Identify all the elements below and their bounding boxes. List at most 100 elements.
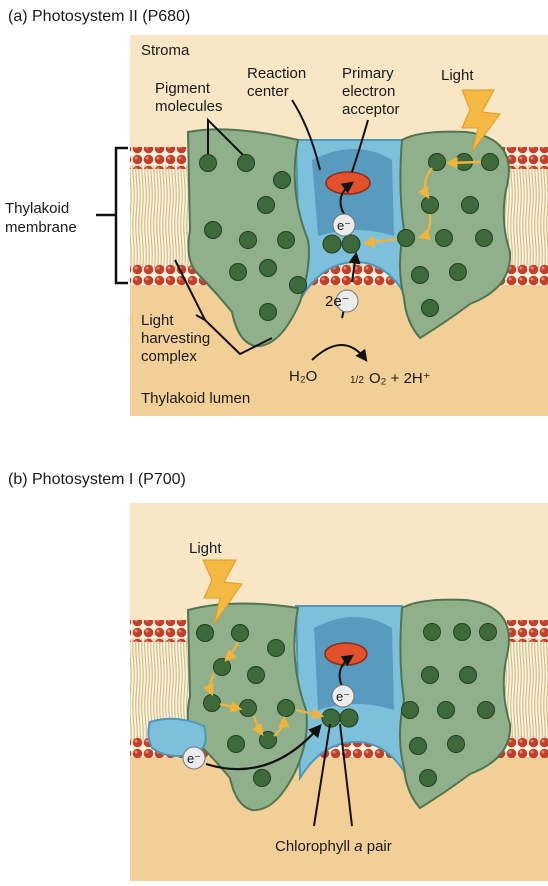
- panel-a-thylakoid-label-line1: Thylakoid: [5, 200, 69, 217]
- pigment-dot: [397, 229, 415, 247]
- pigment-dot: [259, 303, 277, 321]
- panel-a-primary-acceptor: [325, 171, 371, 195]
- pigment-dot: [475, 229, 493, 247]
- panel-b-chlorophyll-pointer: [313, 723, 353, 827]
- pigment-dot: [259, 731, 277, 749]
- pigment-dot: [247, 666, 265, 684]
- panel-a-two-e-label: 2e⁻: [325, 293, 350, 310]
- pigment-dot: [267, 639, 285, 657]
- panel-b-electron-transfer-arrow: [205, 724, 322, 771]
- pigment-dot: [449, 263, 467, 281]
- panel-b-acceptor-arrow: [338, 654, 354, 687]
- panel-a-p680-dot: [341, 234, 361, 254]
- panel-a-light-label: Light: [441, 67, 474, 84]
- panel-a-acceptor-arrow: [339, 181, 354, 215]
- panel-b-light-bolt-icon: [202, 559, 243, 625]
- pigment-dot: [253, 769, 271, 787]
- panel-b-chlorophyll-label: Chlorophyll a pair: [275, 838, 392, 855]
- pigment-dot: [259, 259, 277, 277]
- pigment-dot: [421, 196, 439, 214]
- panel-a-reaction-label-line1: Reaction: [247, 65, 306, 82]
- panel-a-reaction-label-line2: center: [247, 83, 289, 100]
- pigment-dot: [204, 221, 222, 239]
- pigment-dot: [409, 737, 427, 755]
- pigment-dot: [411, 266, 429, 284]
- panel-b-electron-left: [182, 746, 206, 770]
- pigment-dot: [435, 229, 453, 247]
- pigment-dot: [227, 735, 245, 753]
- panel-b-light-label: Light: [189, 540, 222, 557]
- panel-a-scene: e⁻ 2e⁻ H₂O 1/2 O₂ + 2H⁺ Stroma Thylakoid…: [130, 35, 548, 416]
- pigment-dot: [196, 624, 214, 642]
- panel-a-lhc-bracket: [174, 259, 273, 356]
- panel-b-electron-center: [331, 684, 355, 708]
- pigment-dot: [289, 276, 307, 294]
- panel-a-pigment-pointer: [207, 117, 244, 156]
- panel-a-lumen-label: Thylakoid lumen: [141, 390, 250, 407]
- pigment-dot: [239, 699, 257, 717]
- panel-a-light-bolt-icon: [461, 89, 501, 153]
- pigment-dot: [273, 171, 291, 189]
- pigment-dot: [481, 153, 499, 171]
- panel-b-right-pigments: [401, 623, 497, 787]
- panel-a-thylakoid-bracket: [96, 146, 128, 285]
- panel-b-electron-center-label: e⁻: [336, 689, 350, 704]
- panel-a-p680-dot: [322, 234, 342, 254]
- panel-a-lhc-label-line1: Light: [141, 312, 174, 329]
- pigment-dot: [477, 701, 495, 719]
- panel-a-acceptor-label-line1: Primary: [342, 65, 394, 82]
- pigment-dot: [479, 623, 497, 641]
- pigment-dot: [229, 263, 247, 281]
- pigment-dot: [428, 153, 446, 171]
- panel-b-p700-dot: [339, 708, 359, 728]
- panel-b-left-pigments: [196, 624, 295, 787]
- panel-a-acceptor-label-line2: electron: [342, 83, 395, 100]
- pigment-dot: [231, 624, 249, 642]
- pigment-dot: [239, 231, 257, 249]
- chlorophyll-a: a: [354, 838, 362, 855]
- panel-b-stroma-bg: [130, 503, 548, 621]
- panel-a-electron-center: [332, 213, 356, 237]
- panel-a-pigment-label-line1: Pigment: [155, 80, 211, 97]
- panel-b-lumen-bg: [130, 757, 548, 881]
- panel-a-half-label: 1/2: [350, 375, 364, 386]
- pigment-dot: [453, 623, 471, 641]
- panel-b-p700-dot: [321, 708, 341, 728]
- panel-a-acceptor-pointer: [351, 119, 369, 173]
- panel-b-title: (b) Photosystem I (P700): [8, 471, 186, 488]
- pigment-dot: [437, 701, 455, 719]
- pigment-dot: [421, 666, 439, 684]
- panel-a-lhc-label-line2: harvesting: [141, 330, 210, 347]
- panel-a-to-p680-arrow: [348, 251, 361, 283]
- pigment-dot: [199, 154, 217, 172]
- panel-b-energy-transfer-arrows: [202, 641, 325, 737]
- panel-a-lhc-label-line3: complex: [141, 348, 197, 365]
- panel-b-scene: e⁻ e⁻ Light Chlorophyll a pair: [130, 503, 548, 881]
- panel-a-stroma-label: Stroma: [141, 42, 190, 59]
- panel-a-left-pigments: [199, 154, 307, 321]
- panel-a-title: (a) Photosystem II (P680): [8, 8, 190, 25]
- pigment-dot: [257, 196, 275, 214]
- panel-a-reaction-pointer: [291, 99, 321, 171]
- pigment-dot: [203, 694, 221, 712]
- panel-a-electron-center-label: e⁻: [337, 218, 351, 233]
- pigment-dot: [213, 658, 231, 676]
- panel-a-acceptor-label-line3: acceptor: [342, 101, 400, 118]
- panel-a-energy-transfer-arrows: [362, 156, 482, 248]
- pigment-dot: [423, 623, 441, 641]
- panel-a-products-label: O₂ + 2H⁺: [369, 370, 431, 387]
- pigment-dot: [461, 196, 479, 214]
- panel-a-two-e-circle: [335, 289, 359, 313]
- panel-a-thylakoid-label-line2: membrane: [5, 219, 77, 236]
- pigment-dot: [277, 699, 295, 717]
- pigment-dot: [237, 154, 255, 172]
- panel-b-electron-left-label: e⁻: [187, 751, 201, 766]
- pigment-dot: [447, 735, 465, 753]
- pigment-dot: [277, 231, 295, 249]
- panel-a-water-arrow: [311, 344, 368, 362]
- chlorophyll-prefix: Chlorophyll: [275, 838, 354, 855]
- pigment-dot: [421, 299, 439, 317]
- panel-a-pigment-label-line2: molecules: [155, 98, 223, 115]
- chlorophyll-suffix: pair: [363, 838, 392, 855]
